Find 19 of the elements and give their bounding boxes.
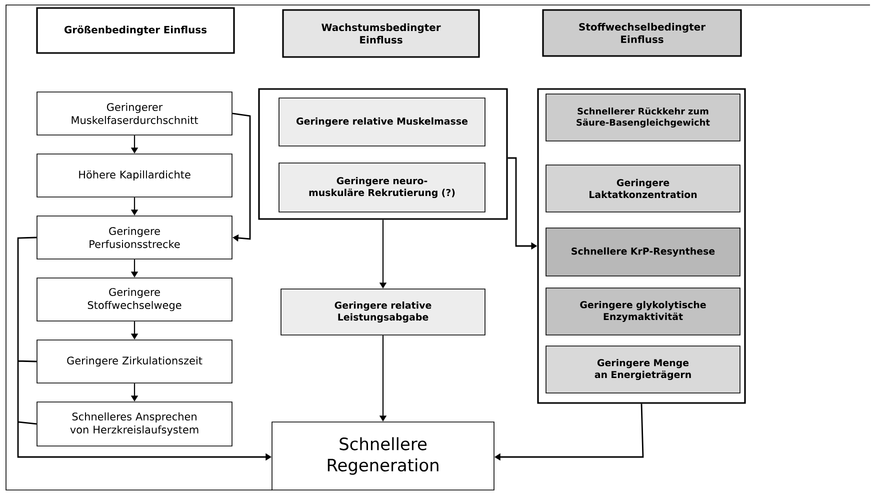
process-box: Schnelleres Ansprechen von Herzkreislaufsystem xyxy=(36,402,232,446)
process-box: Geringere Stoffwechselwege xyxy=(36,278,232,322)
header-box: Wachstumsbedingter Einfluss xyxy=(282,9,480,58)
header-box: Stoffwechselbedingter Einfluss xyxy=(542,9,742,57)
process-box: Geringere Laktatkonzentration xyxy=(546,164,740,212)
result-box: Schnellere Regeneration xyxy=(272,422,494,490)
process-box: Geringere neuro-muskuläre Rekrutierung (?) xyxy=(278,162,486,212)
process-box: Geringere relative Leistungsabgabe xyxy=(280,288,486,336)
header-box: Größenbedingter Einfluss xyxy=(36,7,235,54)
process-box: Schnellere KrP-Resynthese xyxy=(546,228,740,276)
process-box: Geringere Perfusionsstrecke xyxy=(36,216,232,260)
process-box: Geringere glykolytische Enzymaktivität xyxy=(546,288,740,336)
process-box: Geringere relative Muskelmasse xyxy=(278,98,486,146)
process-box: Geringere Menge an Energieträgern xyxy=(546,346,740,394)
process-box: Geringerer Muskelfaserdurchschnitt xyxy=(36,92,232,136)
arrow xyxy=(232,112,251,242)
process-box: Geringere Zirkulationszeit xyxy=(36,340,232,384)
process-box: Höhere Kapillardichte xyxy=(36,154,232,198)
process-box: Schnellerer Rückkehr zum Säure-Basengleichgewicht xyxy=(546,94,740,142)
